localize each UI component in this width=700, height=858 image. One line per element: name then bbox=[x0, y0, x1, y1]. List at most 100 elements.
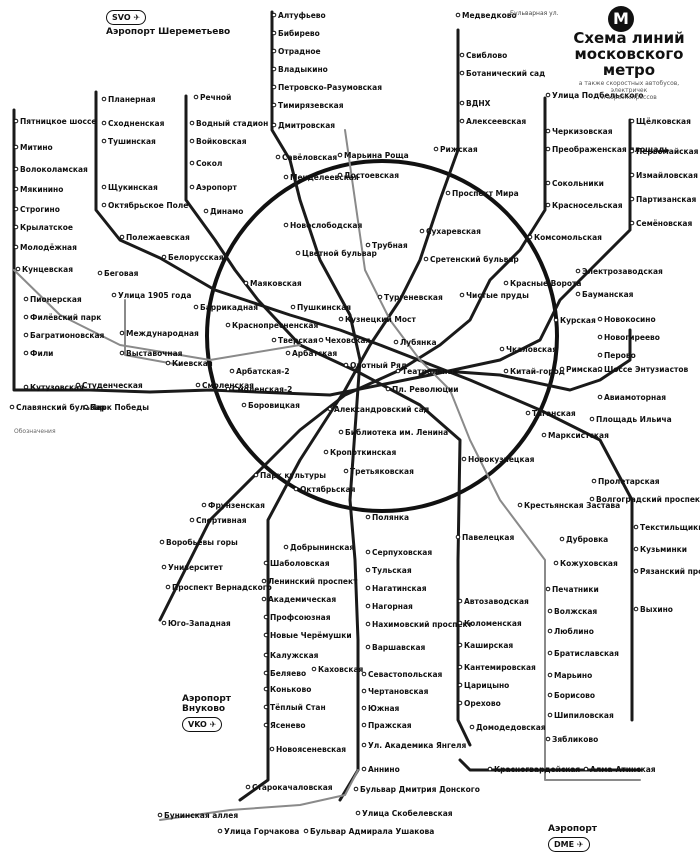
station-gorchakova[interactable]: Улица Горчакова bbox=[224, 827, 299, 836]
station-krasnopresnenskaya[interactable]: Краснопресненская bbox=[232, 321, 318, 330]
station-tverskaya[interactable]: Тверская bbox=[278, 336, 318, 345]
station-revolution[interactable]: Пл. Революции bbox=[392, 385, 459, 394]
station-sokol[interactable]: Сокол bbox=[196, 159, 222, 168]
station-varshavskaya[interactable]: Варшавская bbox=[372, 643, 426, 652]
station-volzhskaya[interactable]: Волжская bbox=[554, 607, 597, 616]
station-paveletskaya[interactable]: Павелецкая bbox=[462, 533, 514, 542]
station-barrikadnaya[interactable]: Баррикадная bbox=[200, 303, 258, 312]
station-profsoyuznaya[interactable]: Профсоюзная bbox=[270, 613, 331, 622]
station-sviblovo[interactable]: Свиблово bbox=[466, 51, 507, 60]
station-elektrozavodskaya[interactable]: Электрозаводская bbox=[582, 267, 663, 276]
svo-airport[interactable]: SVO ✈ Аэропорт Шереметьево bbox=[106, 10, 230, 37]
station-akademika_yangelya[interactable]: Ул. Академика Янгеля bbox=[368, 741, 466, 750]
station-universitet[interactable]: Университет bbox=[168, 563, 224, 572]
station-oktyabrskaya[interactable]: Октябрьская bbox=[300, 485, 356, 494]
station-kaluzhskaya[interactable]: Калужская bbox=[270, 651, 319, 660]
station-baumanskaya[interactable]: Бауманская bbox=[582, 290, 634, 299]
station-kolomenskaya[interactable]: Коломенская bbox=[464, 619, 522, 628]
station-krasnye_vorota[interactable]: Красные Ворота bbox=[510, 279, 581, 288]
station-park_kultury[interactable]: Парк культуры bbox=[260, 471, 326, 480]
station-arbatskaya2[interactable]: Арбатская-2 bbox=[236, 367, 290, 376]
station-filyovsky[interactable]: Филёвский парк bbox=[30, 313, 101, 322]
station-vdnkh[interactable]: ВДНХ bbox=[466, 99, 491, 108]
station-krasnogvardeyskaya[interactable]: Красногвардейская bbox=[494, 765, 580, 774]
station-biblioteka[interactable]: Библиотека им. Ленина bbox=[345, 428, 448, 437]
station-shchelkovskaya[interactable]: Щёлковская bbox=[636, 117, 691, 126]
station-tsvetnoy[interactable]: Цветной бульвар bbox=[302, 249, 378, 258]
station-annino[interactable]: Аннино bbox=[368, 765, 400, 774]
station-shipilovskaya[interactable]: Шипиловская bbox=[554, 711, 614, 720]
station-rizhskaya[interactable]: Рижская bbox=[440, 145, 478, 154]
station-nakhimovsky[interactable]: Нахимовский проспект bbox=[372, 620, 473, 629]
station-chekhovskaya[interactable]: Чеховская bbox=[325, 336, 370, 345]
station-timiryazev[interactable]: Тимирязевская bbox=[278, 101, 344, 110]
station-pionerskaya[interactable]: Пионерская bbox=[30, 295, 82, 304]
station-skobelevskaya[interactable]: Улица Скобелевская bbox=[362, 809, 453, 818]
station-borovitskaya[interactable]: Боровицкая bbox=[248, 401, 300, 410]
station-sevastopolskaya[interactable]: Севастопольская bbox=[368, 670, 443, 679]
station-taganskaya[interactable]: Таганская bbox=[532, 409, 576, 418]
station-planernaya[interactable]: Планерная bbox=[108, 95, 156, 104]
station-serpukhovskaya[interactable]: Серпуховская bbox=[372, 548, 432, 557]
station-chertanovskaya[interactable]: Чертановская bbox=[368, 687, 429, 696]
station-trubnaya[interactable]: Трубная bbox=[372, 241, 408, 250]
station-maryino[interactable]: Марьино bbox=[554, 671, 592, 680]
station-shabolovskaya[interactable]: Шаболовская bbox=[270, 559, 330, 568]
station-teatralnaya[interactable]: Театральная bbox=[402, 367, 458, 376]
station-admirala_ushakova[interactable]: Бульвар Адмирала Ушакова bbox=[310, 827, 434, 836]
station-maryina_roshcha[interactable]: Марьина Роща bbox=[344, 151, 409, 160]
station-medvedkovo[interactable]: Медведково bbox=[462, 11, 517, 20]
station-altufyevo[interactable]: Алтуфьево bbox=[278, 11, 326, 20]
station-lyublino[interactable]: Люблино bbox=[554, 627, 594, 636]
station-tsaritsyno[interactable]: Царицыно bbox=[464, 681, 509, 690]
station-botanichesky[interactable]: Ботанический сад bbox=[466, 69, 545, 78]
station-vykhino[interactable]: Выхино bbox=[640, 605, 673, 614]
station-bibirevo[interactable]: Бибирево bbox=[278, 29, 320, 38]
station-nagornaya[interactable]: Нагорная bbox=[372, 602, 413, 611]
station-polyanka[interactable]: Полянка bbox=[372, 513, 409, 522]
station-kantemirovskaya[interactable]: Кантемировская bbox=[464, 663, 536, 672]
station-borisovo[interactable]: Борисово bbox=[554, 691, 595, 700]
station-bagrationovskaya[interactable]: Багратионовская bbox=[30, 331, 105, 340]
station-vodny[interactable]: Водный стадион bbox=[196, 119, 268, 128]
station-begovaya[interactable]: Беговая bbox=[104, 269, 139, 278]
station-strogino[interactable]: Строгино bbox=[20, 205, 60, 214]
station-vystavochnaya[interactable]: Выставочная bbox=[126, 349, 183, 358]
station-kuznetsky[interactable]: Кузнецкий Мост bbox=[345, 315, 416, 324]
station-arbatskaya[interactable]: Арбатская bbox=[292, 349, 337, 358]
station-sokolniki[interactable]: Сокольники bbox=[552, 179, 604, 188]
station-molodyozhnaya[interactable]: Молодёжная bbox=[20, 243, 77, 252]
station-kitay_gorod[interactable]: Китай-город bbox=[510, 367, 565, 376]
station-sportivnaya[interactable]: Спортивная bbox=[196, 516, 247, 525]
station-okhotny[interactable]: Охотный Ряд bbox=[350, 361, 407, 370]
station-petrovsko[interactable]: Петровско-Разумовская bbox=[278, 83, 382, 92]
station-domodedovskaya[interactable]: Домодедовская bbox=[476, 723, 546, 732]
station-skhodnenskaya[interactable]: Сходненская bbox=[108, 119, 165, 128]
station-otradnoe[interactable]: Отрадное bbox=[278, 47, 321, 56]
station-avtozavodskaya[interactable]: Автозаводская bbox=[464, 597, 529, 606]
station-semyonovskaya[interactable]: Семёновская bbox=[636, 219, 692, 228]
station-ulitsa_1905[interactable]: Улица 1905 года bbox=[118, 291, 191, 300]
station-perovo[interactable]: Перово bbox=[604, 351, 636, 360]
station-yugo_zapadnaya[interactable]: Юго-Западная bbox=[168, 619, 231, 628]
station-shchukinskaya[interactable]: Щукинская bbox=[108, 183, 158, 192]
station-frunzenskaya[interactable]: Фрунзенская bbox=[208, 501, 265, 510]
station-kievskaya[interactable]: Киевская bbox=[172, 359, 213, 368]
station-novoslobodskaya[interactable]: Новослободская bbox=[290, 221, 362, 230]
station-yuzhnaya[interactable]: Южная bbox=[368, 704, 400, 713]
station-chkalovskaya[interactable]: Чкаловская bbox=[506, 345, 557, 354]
station-kozhukhovskaya[interactable]: Кожуховская bbox=[560, 559, 618, 568]
station-partizanskaya[interactable]: Партизанская bbox=[636, 195, 697, 204]
station-pyatnitskoe[interactable]: Пятницкое шоссе bbox=[20, 117, 96, 126]
station-volokolamskaya[interactable]: Волоколамская bbox=[20, 165, 88, 174]
station-pushkinskaya[interactable]: Пушкинская bbox=[297, 303, 351, 312]
station-tekstilshchiki[interactable]: Текстильщики bbox=[640, 523, 700, 532]
station-kropotkinskaya[interactable]: Кропоткинская bbox=[330, 448, 396, 457]
station-dubrovka[interactable]: Дубровка bbox=[566, 535, 608, 544]
station-kakhovskaya[interactable]: Каховская bbox=[318, 665, 364, 674]
station-aviamotornaya[interactable]: Авиамоторная bbox=[604, 393, 666, 402]
station-dmitrovskaya[interactable]: Дмитровская bbox=[278, 121, 335, 130]
dme-airport[interactable]: Аэропорт DME ✈ bbox=[548, 824, 597, 852]
station-tyoply_stan[interactable]: Тёплый Стан bbox=[270, 703, 326, 712]
station-novokosino[interactable]: Новокосино bbox=[604, 315, 656, 324]
